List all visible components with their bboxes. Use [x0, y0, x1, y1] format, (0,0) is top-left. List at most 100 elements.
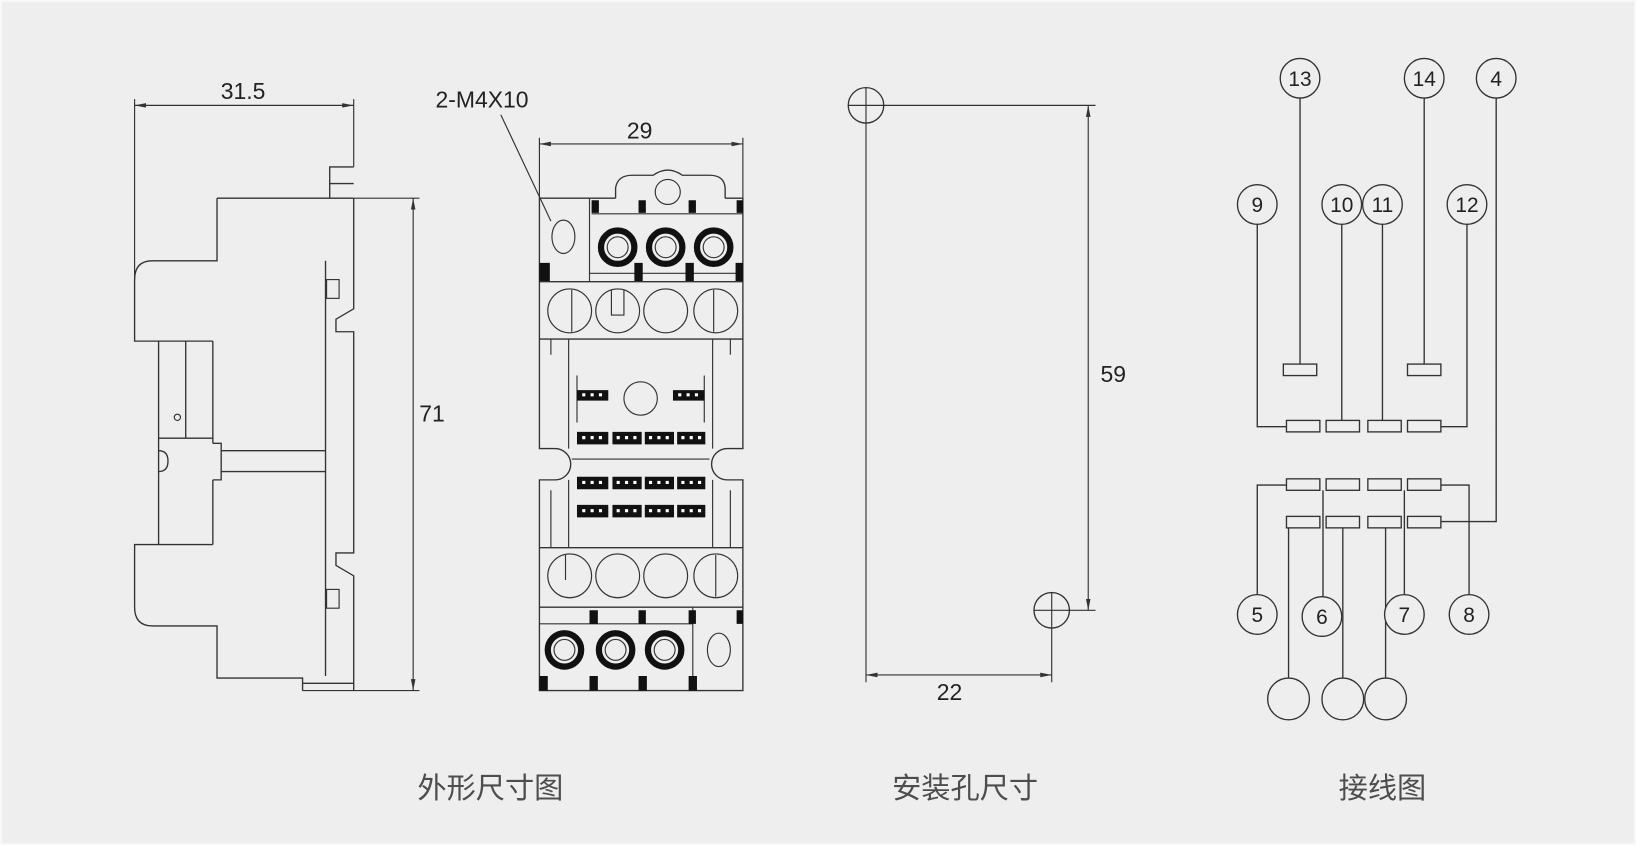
terminal-12: 12 — [1446, 183, 1488, 225]
wire-clamp — [547, 288, 593, 334]
terminal-label: 14 — [1413, 68, 1436, 91]
terminal-label: 8 — [1463, 604, 1475, 627]
terminal-label: 12 — [1455, 194, 1478, 217]
terminal-circle — [1475, 57, 1517, 99]
terminal-screw — [693, 227, 734, 268]
side-height-label: 71 — [419, 400, 445, 426]
terminal-screw — [597, 227, 638, 268]
terminal-screw-inner — [604, 638, 627, 661]
release-tab-hole — [654, 178, 681, 206]
front-view: 2-M4X10 29 — [435, 86, 744, 692]
terminal-14: 14 — [1403, 57, 1445, 99]
terminal-circle — [1448, 593, 1490, 635]
terminal-7: 7 — [1383, 593, 1425, 635]
wire-clamps-lower — [547, 553, 739, 599]
contact-slots — [576, 390, 706, 518]
contact-pad — [1367, 478, 1402, 491]
terminal-circle — [1403, 57, 1445, 99]
contact-pad — [1367, 515, 1402, 529]
wire-clamps-upper — [547, 288, 739, 334]
terminal-10: 10 — [1321, 183, 1363, 225]
terminal-screw — [544, 630, 585, 670]
terminal-13: 13 — [1279, 57, 1321, 99]
terminal-screw — [595, 630, 636, 670]
mounting-hole-view: 59 22 — [847, 86, 1127, 705]
terminal-label: 4 — [1490, 68, 1502, 91]
center-indicator-hole — [623, 381, 658, 416]
lower-left-block — [133, 543, 304, 691]
terminal-circle — [1383, 593, 1425, 635]
vertical-spacing-label: 59 — [1101, 361, 1127, 387]
contact-pad — [1406, 478, 1442, 491]
terminal-8: 8 — [1448, 593, 1490, 635]
screw-callout-leader — [500, 114, 552, 222]
terminal-11: 11 — [1361, 183, 1403, 225]
top-row-markers — [539, 200, 743, 282]
terminal-screw-inner — [654, 236, 677, 259]
terminal-circle — [1446, 183, 1488, 225]
clamp-slots — [564, 554, 717, 597]
contact-pad — [1367, 419, 1402, 433]
terminal-9: 9 — [1236, 183, 1278, 225]
middle-block — [157, 341, 214, 545]
wire-clamp — [595, 553, 641, 599]
terminal-label: 5 — [1251, 604, 1263, 627]
terminal-label: 9 — [1251, 194, 1263, 217]
top-row-frame — [588, 198, 743, 282]
contact-pads — [1282, 363, 1442, 529]
wiring-caption: 接线图 — [1339, 771, 1427, 805]
terminal-screw — [645, 227, 686, 268]
contact-pad — [1282, 363, 1318, 377]
contact-pad — [1325, 419, 1361, 433]
terminal-label: 11 — [1372, 194, 1394, 217]
terminal-label: 6 — [1316, 606, 1328, 629]
contact-pad — [1325, 478, 1361, 491]
hole-extension-lines — [865, 104, 1096, 683]
mounting-screw-hole-bottom — [706, 632, 731, 668]
wire-clamp — [595, 288, 641, 334]
terminal-label: 10 — [1330, 194, 1353, 217]
terminal-circle — [1301, 596, 1343, 638]
wiring-lines — [1256, 98, 1497, 679]
side-view: 31.5 71 — [133, 78, 445, 692]
wire-clamp — [547, 553, 593, 599]
contact-pad — [1285, 515, 1321, 529]
wire-clamp — [643, 288, 689, 334]
terminal-6: 6 — [1301, 596, 1343, 638]
mounting-screw-hole-top — [551, 219, 576, 255]
screw-callout-label: 2-M4X10 — [435, 86, 528, 112]
terminal-screws-bottom — [544, 630, 685, 670]
terminal-circle — [1321, 183, 1363, 225]
terminal-screw-inner — [553, 638, 576, 661]
terminal-circle — [1361, 183, 1403, 225]
terminal-circle — [1279, 57, 1321, 99]
height-extension-lines — [302, 197, 420, 692]
terminal-4: 4 — [1475, 57, 1517, 99]
front-width-extension-lines — [538, 137, 744, 199]
terminal-5: 5 — [1236, 593, 1278, 635]
clamp-slots — [571, 290, 715, 332]
contact-pad — [1285, 419, 1321, 433]
contact-pad — [1406, 515, 1442, 529]
horizontal-spacing-label: 22 — [937, 679, 963, 705]
coil-terminal-circle — [1321, 677, 1365, 721]
wire-clamp — [693, 553, 739, 599]
terminal-circle — [1236, 593, 1278, 635]
clip-window-lower — [326, 588, 340, 609]
hole-crosshair — [848, 87, 884, 124]
contact-pad — [1406, 419, 1442, 433]
wire-clamp — [693, 288, 739, 334]
terminal-screw-inner — [653, 638, 676, 661]
contact-pad — [1325, 515, 1361, 529]
terminal-label: 13 — [1288, 68, 1311, 91]
terminal-circle — [1236, 183, 1278, 225]
din-clip-profile — [335, 198, 355, 691]
side-width-label: 31.5 — [221, 78, 266, 104]
indicator-dot — [173, 413, 182, 421]
cover-release-tab — [614, 169, 726, 199]
top-tab — [329, 166, 354, 199]
contact-pad — [1285, 478, 1321, 491]
mounting-hole-bottom — [1033, 591, 1071, 629]
wire-clamp — [643, 553, 689, 599]
